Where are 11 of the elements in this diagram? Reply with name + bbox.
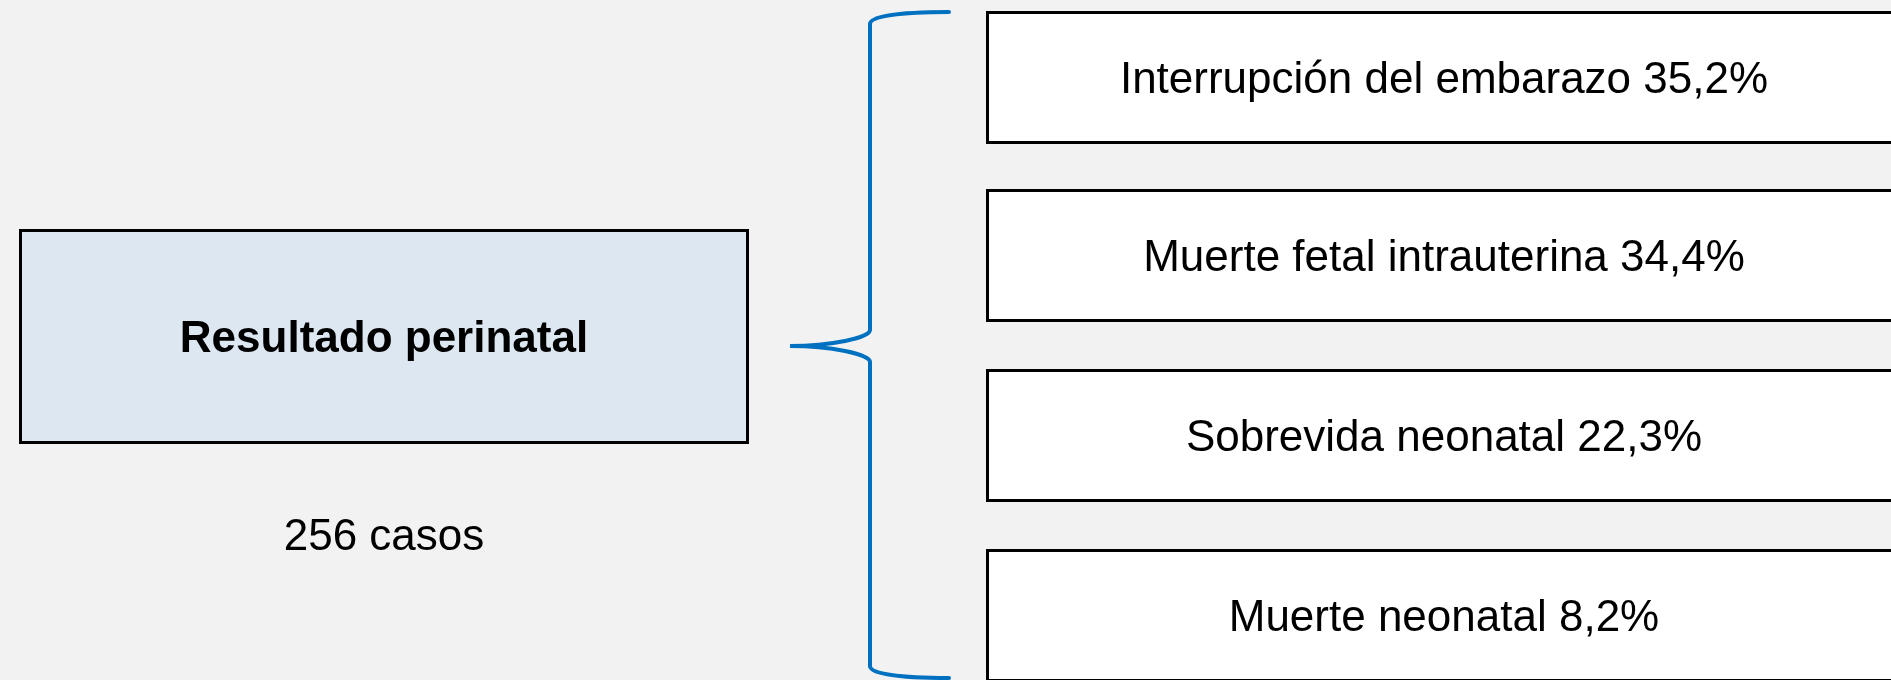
outcome-label: Sobrevida neonatal 22,3%	[1185, 409, 1703, 462]
outcome-box	[986, 549, 1891, 680]
outcome-box	[986, 11, 1891, 144]
outcome-label: Interrupción del embarazo 35,2%	[1119, 51, 1769, 104]
outcome-box	[986, 369, 1891, 502]
outcome-label: Muerte fetal intrauterina 34,4%	[1143, 229, 1745, 282]
outcome-box	[986, 189, 1891, 322]
box-title: Resultado perinatal	[179, 310, 589, 363]
case-count: 256 casos	[282, 509, 486, 561]
category-box	[19, 229, 749, 444]
outcome-label: Muerte neonatal 8,2%	[1228, 589, 1660, 642]
